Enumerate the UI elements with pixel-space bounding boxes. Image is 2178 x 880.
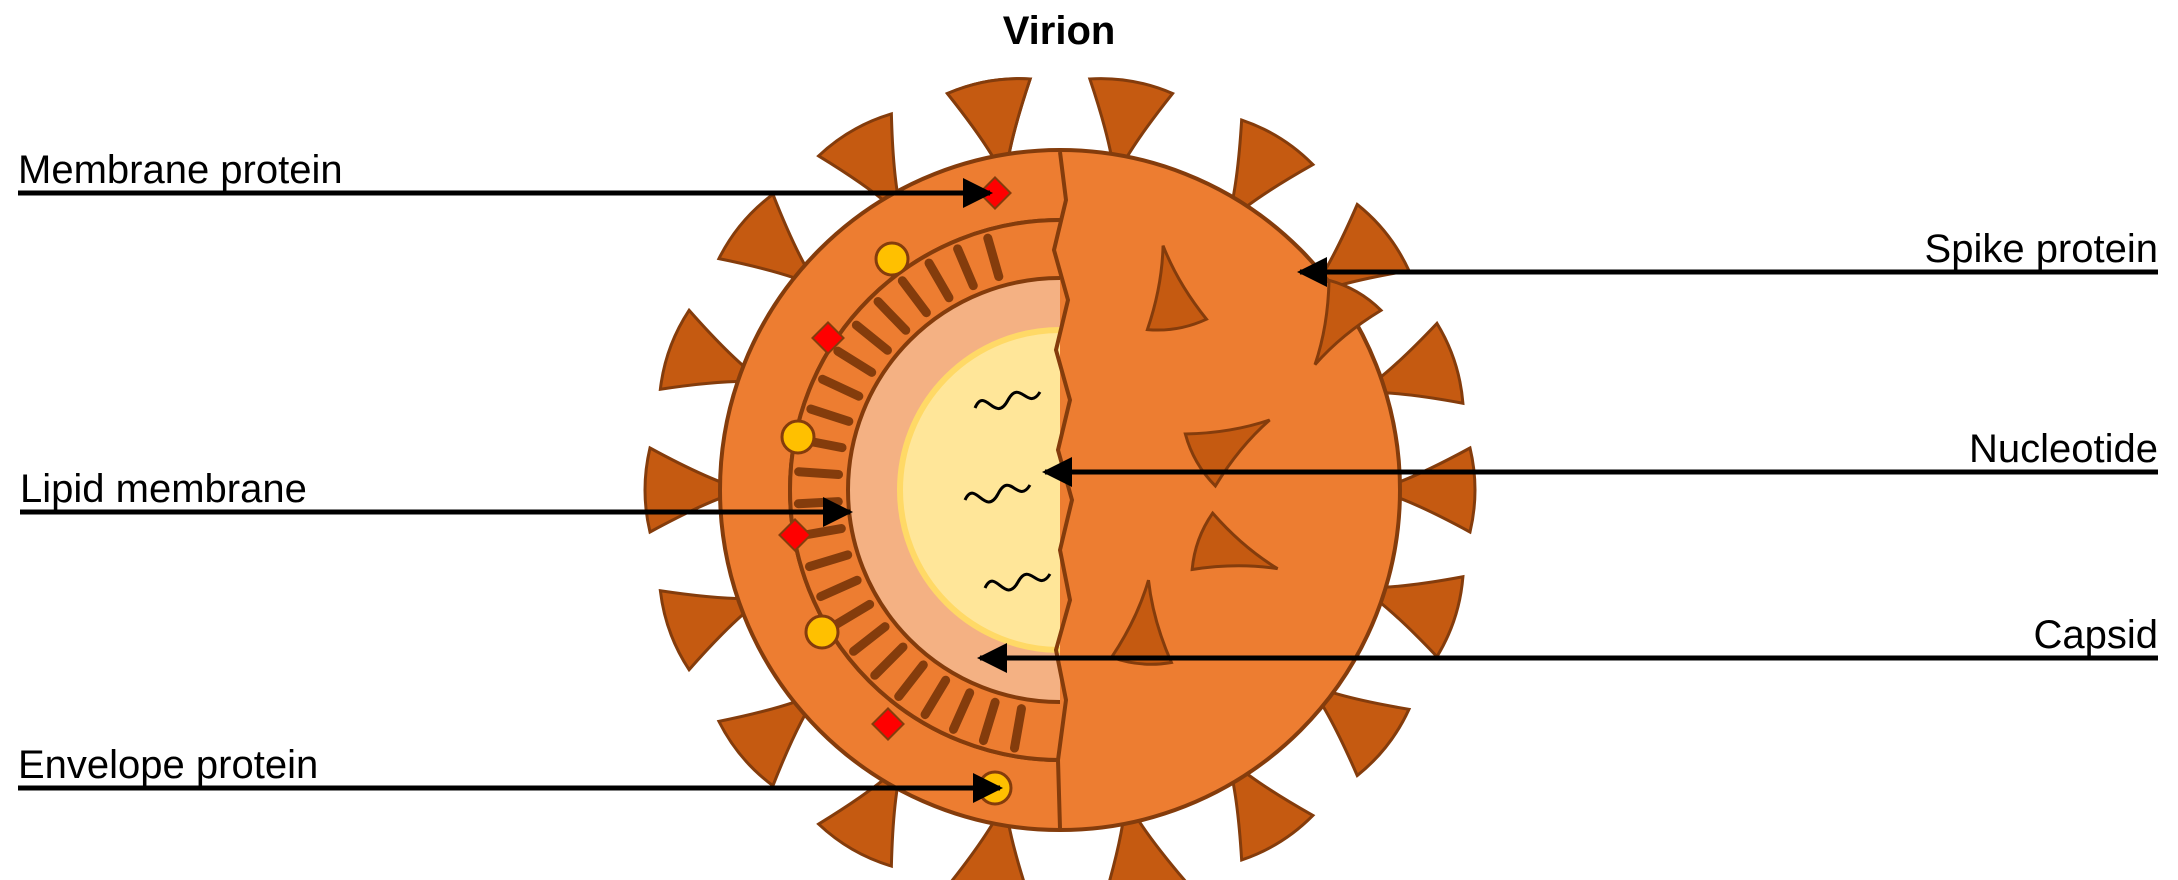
label-capsid: Capsid: [2033, 613, 2158, 657]
lipid-tick: [799, 472, 839, 475]
envelope-protein-icon: [876, 243, 908, 275]
envelope-protein-icon: [806, 616, 838, 648]
label-spike-protein: Spike protein: [1925, 227, 2158, 271]
label-nucleotide: Nucleotide: [1969, 427, 2158, 471]
envelope-protein-icon: [782, 421, 814, 453]
diagram-title: Virion: [1003, 9, 1116, 53]
label-membrane-protein: Membrane protein: [18, 148, 343, 192]
label-lipid-membrane: Lipid membrane: [20, 467, 307, 511]
label-envelope-protein: Envelope protein: [18, 743, 318, 787]
lipid-tick: [798, 502, 838, 504]
